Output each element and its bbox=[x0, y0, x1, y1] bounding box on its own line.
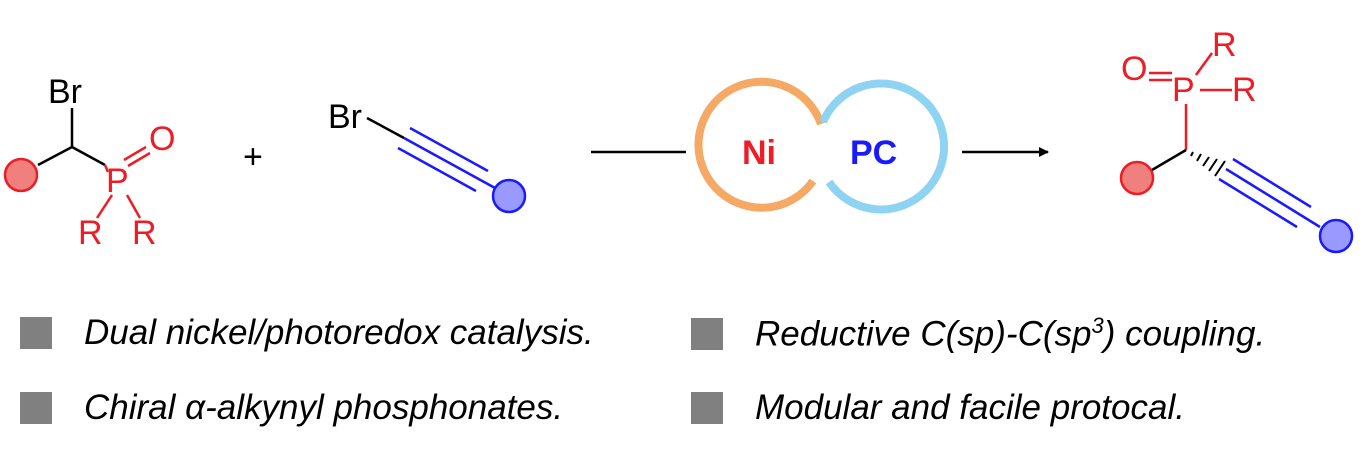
feature-list: Dual nickel/photoredox catalysis. Reduct… bbox=[0, 290, 1371, 450]
feature-text: Dual nickel/photoredox catalysis. bbox=[84, 313, 594, 352]
r-group-right: R bbox=[1232, 71, 1257, 109]
r-group-right: R bbox=[132, 214, 157, 252]
substituent-circle-red bbox=[1119, 160, 1155, 196]
reactant-bromoalkyne: Br bbox=[328, 98, 527, 214]
bullet-square-icon bbox=[691, 317, 723, 350]
feature-item: Chiral α-alkynyl phosphonates. bbox=[20, 388, 563, 428]
phosphorus-label: P bbox=[1172, 71, 1195, 109]
feature-item: Modular and facile protocal. bbox=[691, 388, 1185, 428]
substituent-circle-red bbox=[3, 157, 39, 193]
oxygen-label: O bbox=[149, 120, 175, 158]
bullet-square-icon bbox=[20, 317, 52, 349]
reaction-scheme: Br P O R R + Br Ni PC O P R R bbox=[3, 26, 1354, 254]
dual-catalyst-rings: Ni PC bbox=[694, 77, 948, 214]
feature-item: Dual nickel/photoredox catalysis. bbox=[20, 313, 594, 353]
feature-text: Modular and facile protocal. bbox=[755, 388, 1185, 427]
bromine-label: Br bbox=[48, 73, 82, 111]
product-alkynyl-phosphonate: O P R R bbox=[1119, 26, 1354, 254]
plus-sign: + bbox=[243, 138, 263, 176]
reactant-bromophosphonate: Br P O R R bbox=[3, 73, 175, 252]
phosphorus-label: P bbox=[106, 162, 129, 200]
photocatalyst-label: PC bbox=[850, 134, 897, 172]
substituent-circle-blue bbox=[491, 178, 527, 214]
r-group-left: R bbox=[78, 214, 103, 252]
nickel-label: Ni bbox=[742, 134, 776, 172]
bromine-label: Br bbox=[328, 98, 362, 136]
r-group-top: R bbox=[1212, 26, 1237, 64]
substituent-circle-blue bbox=[1318, 218, 1354, 254]
bullet-square-icon bbox=[20, 392, 52, 424]
bullet-square-icon bbox=[691, 392, 723, 424]
oxygen-label: O bbox=[1121, 50, 1147, 88]
feature-text: Chiral α-alkynyl phosphonates. bbox=[84, 388, 564, 427]
feature-text: Reductive C(sp)-C(sp3) coupling. bbox=[755, 313, 1266, 354]
feature-item: Reductive C(sp)-C(sp3) coupling. bbox=[691, 313, 1265, 355]
